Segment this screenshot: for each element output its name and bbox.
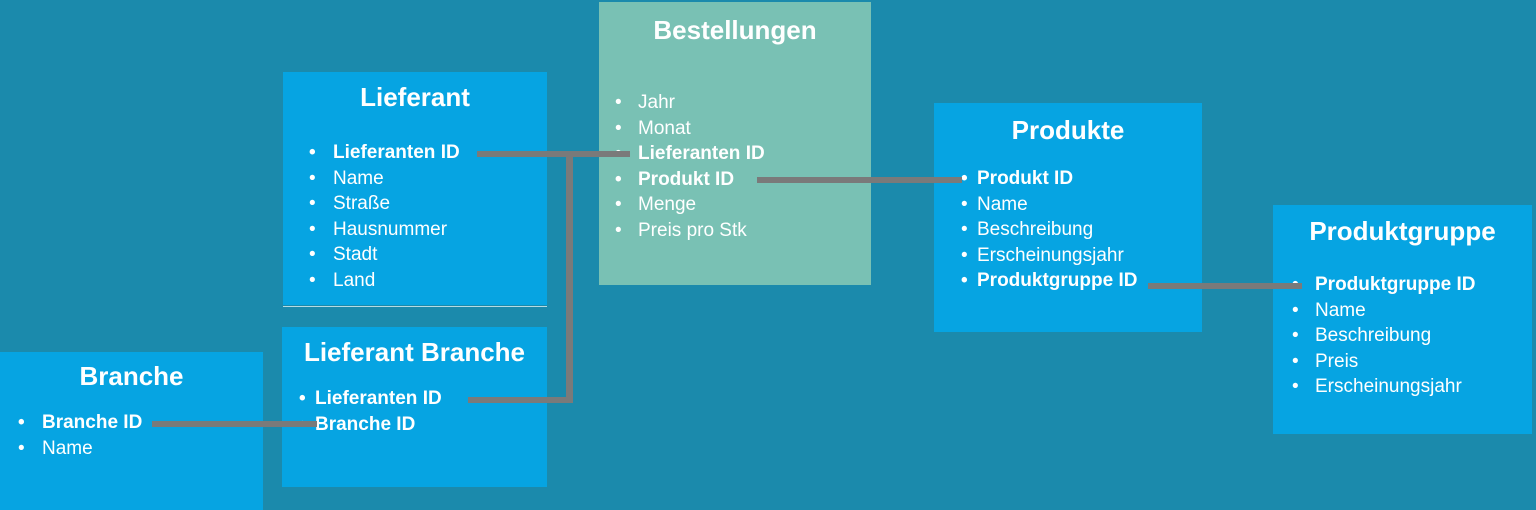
connector-lieferant-to-bestellungen <box>477 151 630 157</box>
entity-produkte: Produkte Produkt ID Name Beschreibung Er… <box>934 103 1202 332</box>
field-branche-name: Name <box>0 436 263 462</box>
entity-produkte-title: Produkte <box>1011 115 1125 145</box>
entity-produktgruppe-title: Produktgruppe <box>1309 216 1496 246</box>
entity-branche-title: Branche <box>79 361 184 391</box>
field-produkte-produkt-id: Produkt ID <box>934 166 1202 192</box>
field-lb-branche-id: Branche ID <box>282 412 547 438</box>
field-lieferant-lieferanten-id: Lieferanten ID <box>283 140 547 166</box>
field-pg-produktgruppe-id: Produktgruppe ID <box>1273 272 1532 298</box>
entity-bestellungen-title: Bestellungen <box>653 15 817 45</box>
field-bestellungen-jahr: Jahr <box>599 90 871 116</box>
field-bestellungen-preis-pro-stk: Preis pro Stk <box>599 218 871 244</box>
connector-produkte-to-produktgruppe <box>1148 283 1302 289</box>
entity-branche: Branche Branche ID Name <box>0 352 263 510</box>
field-bestellungen-monat: Monat <box>599 116 871 142</box>
field-lieferant-stadt: Stadt <box>283 242 547 268</box>
field-produkte-erscheinungsjahr: Erscheinungsjahr <box>934 243 1202 269</box>
lieferant-bottom-divider <box>283 306 547 307</box>
field-produkte-produktgruppe-id: Produktgruppe ID <box>934 268 1202 294</box>
entity-lieferant-title: Lieferant <box>360 82 470 112</box>
entity-bestellungen-fields: Jahr Monat Lieferanten ID Produkt ID Men… <box>599 90 871 243</box>
connector-bestellungen-to-produkte <box>757 177 962 183</box>
field-pg-preis: Preis <box>1273 349 1532 375</box>
connector-lieferantbranche-trunk-vertical <box>566 151 573 403</box>
entity-produktgruppe-fields: Produktgruppe ID Name Beschreibung Preis… <box>1273 272 1532 400</box>
field-pg-name: Name <box>1273 298 1532 324</box>
field-branche-id: Branche ID <box>0 410 263 436</box>
entity-produkte-fields: Produkt ID Name Beschreibung Erscheinung… <box>934 166 1202 294</box>
field-lieferant-hausnummer: Hausnummer <box>283 217 547 243</box>
entity-bestellungen: Bestellungen Jahr Monat Lieferanten ID P… <box>599 2 871 285</box>
field-pg-beschreibung: Beschreibung <box>1273 323 1532 349</box>
entity-lieferant-branche: Lieferant Branche Lieferanten ID Branche… <box>282 327 547 487</box>
field-bestellungen-produkt-id: Produkt ID <box>599 167 871 193</box>
entity-branche-fields: Branche ID Name <box>0 410 263 461</box>
entity-lieferant-branche-fields: Lieferanten ID Branche ID <box>282 386 547 437</box>
entity-lieferant-branche-title: Lieferant Branche <box>303 337 526 367</box>
entity-produktgruppe: Produktgruppe Produktgruppe ID Name Besc… <box>1273 205 1532 434</box>
field-pg-erscheinungsjahr: Erscheinungsjahr <box>1273 374 1532 400</box>
field-bestellungen-lieferanten-id: Lieferanten ID <box>599 141 871 167</box>
entity-lieferant-fields: Lieferanten ID Name Straße Hausnummer St… <box>283 140 547 293</box>
entity-lieferant: Lieferant Lieferanten ID Name Straße Hau… <box>283 72 547 307</box>
field-lieferant-strasse: Straße <box>283 191 547 217</box>
field-bestellungen-menge: Menge <box>599 192 871 218</box>
field-produkte-beschreibung: Beschreibung <box>934 217 1202 243</box>
connector-branche-to-lieferantbranche <box>152 421 317 427</box>
field-lieferant-name: Name <box>283 166 547 192</box>
field-lb-lieferanten-id: Lieferanten ID <box>282 386 547 412</box>
field-produkte-name: Name <box>934 192 1202 218</box>
connector-lieferantbranche-elbow <box>468 397 573 403</box>
field-lieferant-land: Land <box>283 268 547 294</box>
